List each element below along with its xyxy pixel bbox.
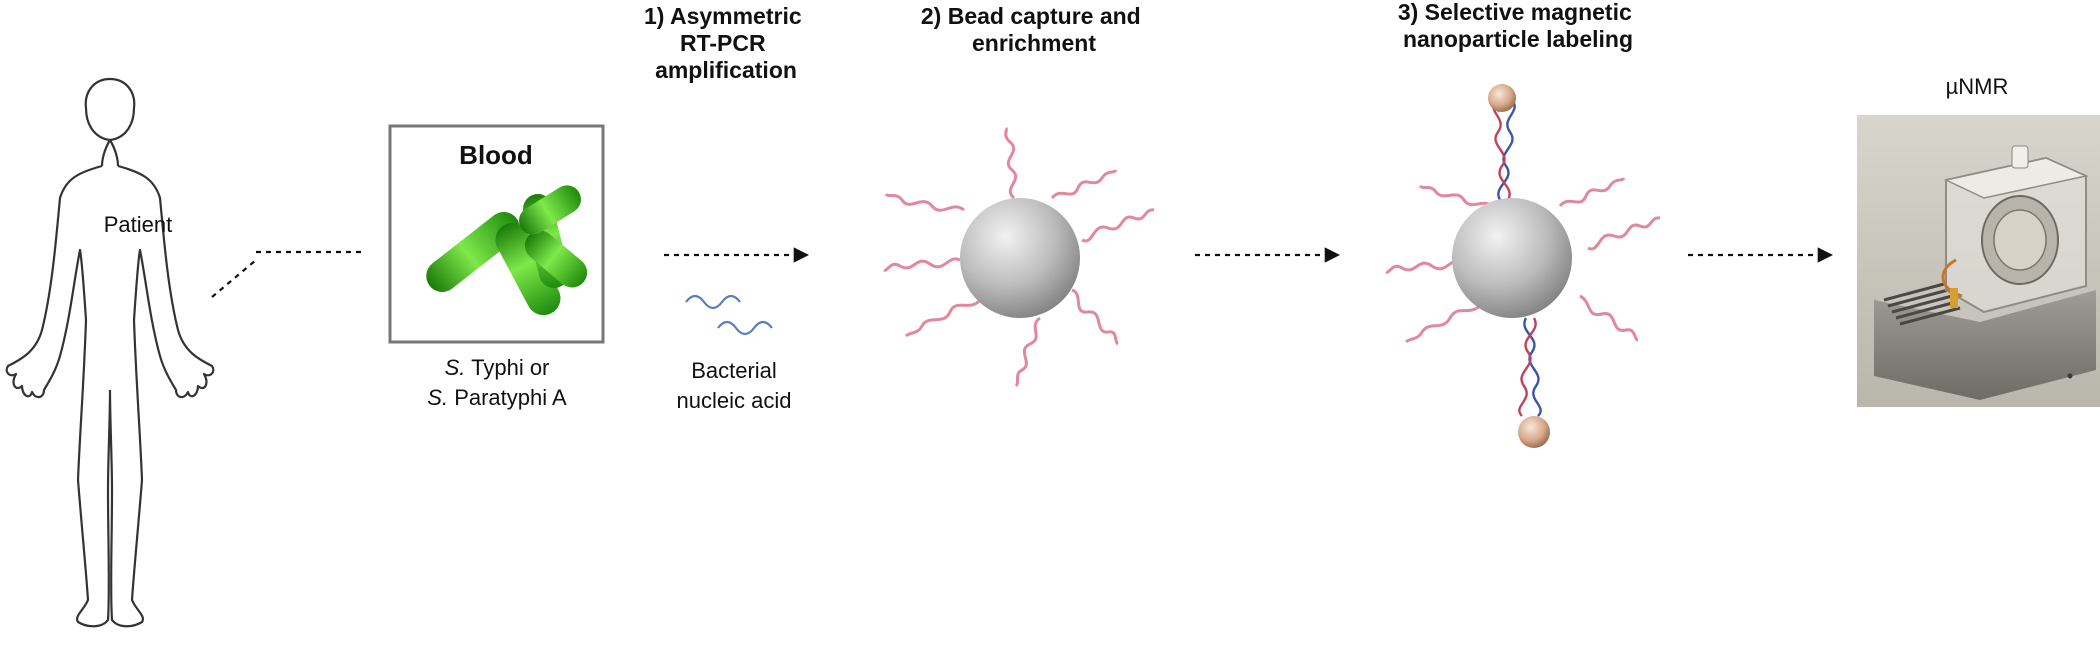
micro-nmr-device-photo xyxy=(1857,115,2100,407)
step-1: 1) Asymmetric RT-PCR amplification Bacte… xyxy=(644,3,810,413)
magnetic-bead-icon-2 xyxy=(1452,198,1572,318)
step-2-title: 2) Bead capture and enrichment xyxy=(921,3,1147,56)
blood-label: Blood xyxy=(459,140,533,170)
magnetic-nanoparticle-icon xyxy=(1488,84,1516,112)
magnetic-bead-icon xyxy=(960,198,1080,318)
organism-line-2: S. Paratyphi A xyxy=(427,385,567,410)
device-label: µNMR xyxy=(1946,74,2009,99)
patient-label: Patient xyxy=(104,212,173,237)
nucleic-acid-icon xyxy=(685,294,773,336)
device-panel: µNMR xyxy=(1857,74,2100,407)
rod-bacteria-icon xyxy=(426,185,588,316)
step-1-title: 1) Asymmetric RT-PCR amplification xyxy=(644,3,808,83)
device-led xyxy=(2067,373,2073,379)
blood-panel: Blood S. Typhi or S. Paratyphi A xyxy=(388,124,605,410)
dna-hybrid-top xyxy=(1492,99,1516,201)
magnetic-nanoparticle-icon-2 xyxy=(1518,416,1550,448)
nucleic-label-2: nucleic acid xyxy=(677,388,792,413)
patient-figure: Patient xyxy=(5,77,366,628)
patient-leader-line xyxy=(211,259,257,298)
nucleic-label-1: Bacterial xyxy=(691,358,777,383)
dna-hybrid-bottom xyxy=(1518,317,1542,429)
organism-line-1: S. Typhi or xyxy=(445,355,550,380)
step-2: 2) Bead capture and enrichment xyxy=(883,3,1341,388)
step-3-title: 3) Selective magnetic nanoparticle label… xyxy=(1398,0,1638,52)
step-3: 3) Selective magnetic nanoparticle label… xyxy=(1385,0,1834,448)
capture-probes xyxy=(883,126,1155,388)
human-body-outline-icon xyxy=(5,77,215,628)
capture-probes-labeled xyxy=(1385,177,1661,344)
